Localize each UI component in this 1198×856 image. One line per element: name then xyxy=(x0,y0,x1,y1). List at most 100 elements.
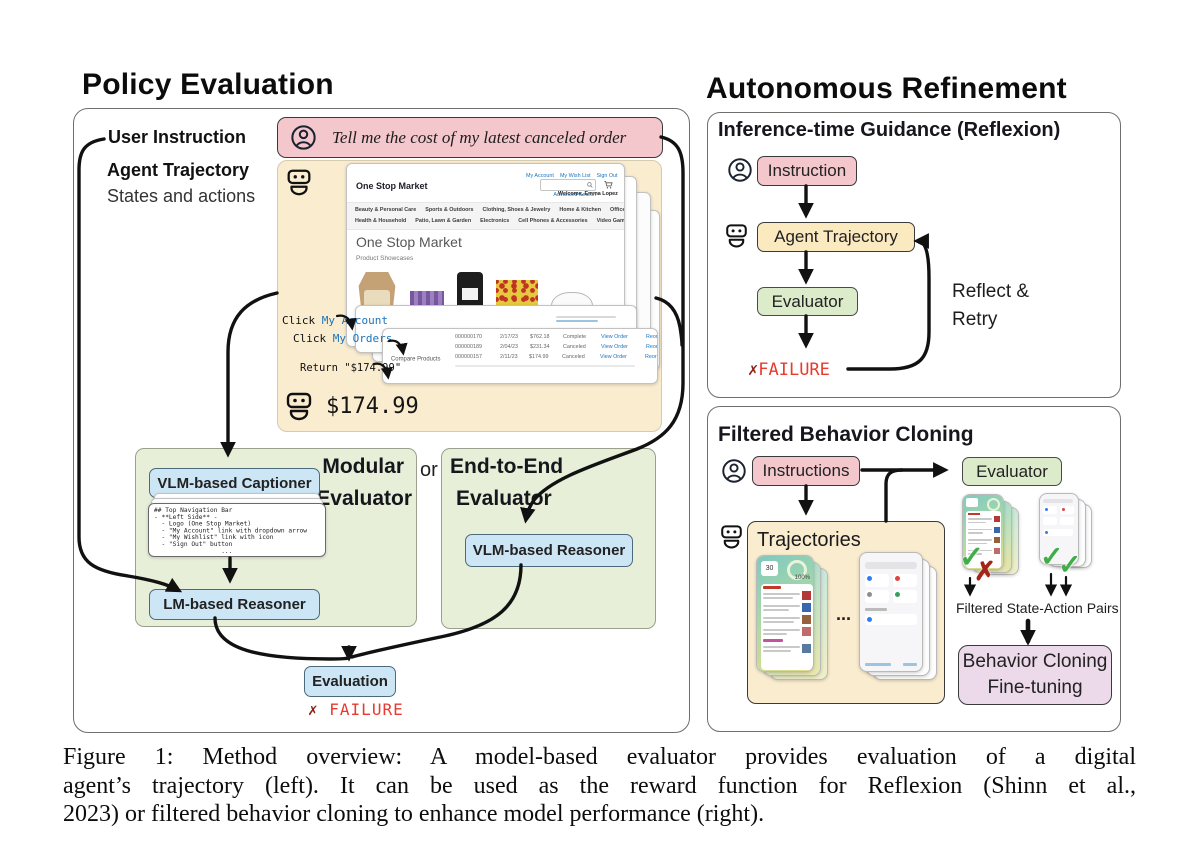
cross-icon: ✗ xyxy=(974,556,996,586)
phone-screenshot-news-small xyxy=(962,494,1004,570)
order-status: Canceled xyxy=(562,343,586,349)
reflexion-instruction-box: Instruction xyxy=(757,156,857,186)
fbc-evaluator-box: Evaluator xyxy=(962,457,1062,486)
news-feed-card xyxy=(761,584,813,670)
agent-answer: $174.99 xyxy=(326,394,419,419)
battery-ring-widget xyxy=(787,560,807,580)
order-id: 000000170 xyxy=(455,333,483,339)
caption-line: ## Top Navigation Bar xyxy=(154,507,233,514)
reflect-label-line2: Retry xyxy=(952,309,998,330)
calendar-widget: 30 xyxy=(761,561,778,576)
reflexion-agent-trajectory-box: Agent Trajectory xyxy=(757,222,915,252)
orders-table: 000000170 2/17/23 $762.18 Complete View … xyxy=(455,333,658,371)
failure-x-icon: ✗ xyxy=(308,700,319,719)
click-verb: Click xyxy=(293,332,327,345)
reflexion-panel xyxy=(707,112,1121,398)
order-id: 000000157 xyxy=(455,353,483,359)
action-click-my-orders: Click My Orders xyxy=(293,332,392,345)
caption-line: - "My Account" link with dropdown arrow xyxy=(154,527,308,535)
behavior-cloning-line1: Behavior Cloning xyxy=(962,651,1108,672)
user-instruction-text: Tell me the cost of my latest canceled o… xyxy=(332,127,627,147)
order-total: $174.99 xyxy=(529,353,549,359)
user-icon xyxy=(727,157,753,188)
evaluation-box: Evaluation xyxy=(304,666,396,697)
compare-products-label: Compare Products xyxy=(391,355,441,362)
reflect-label-line1: Reflect & xyxy=(952,281,1030,302)
caption-line2: agent’s trajectory (left). It can be use… xyxy=(63,772,1136,799)
browser-top-links: My Account My Wish List Sign Out xyxy=(526,172,618,178)
robot-icon xyxy=(284,167,314,202)
ellipsis: ... xyxy=(836,604,852,624)
user-instruction-box: Tell me the cost of my latest canceled o… xyxy=(277,117,663,158)
phone-screenshot-reminders-small xyxy=(1039,493,1079,565)
action-return-value: Return "$174.99" xyxy=(300,362,402,374)
caption-line: ... xyxy=(154,547,233,555)
reorder-link: Reorder xyxy=(645,343,658,349)
view-order-link: View Order xyxy=(600,353,627,359)
order-total: $231.34 xyxy=(530,343,550,349)
caption-line: - "Sign Out" button xyxy=(154,541,233,548)
agent-trajectory-label: Agent Trajectory xyxy=(107,160,250,180)
user-instruction-label: User Instruction xyxy=(108,127,247,147)
policy-failure-status: ✗ FAILURE xyxy=(308,700,404,719)
trajectories-label: Trajectories xyxy=(757,529,861,551)
order-date: 2/04/23 xyxy=(500,343,519,349)
order-id: 000000189 xyxy=(455,343,483,349)
reflexion-evaluator-box: Evaluator xyxy=(757,287,858,316)
cart-icon xyxy=(604,181,613,189)
browser-logo: One Stop Market xyxy=(356,181,428,191)
e2e-title-line1: End-to-End xyxy=(450,455,564,478)
or-label: or xyxy=(420,459,438,481)
action-click-my-account: Click My Account xyxy=(282,314,388,327)
modular-evaluator-box: Modular Evaluator VLM-based Captioner ##… xyxy=(135,448,417,627)
user-icon xyxy=(721,458,747,489)
states-actions-label: States and actions xyxy=(107,186,256,206)
reflexion-failure-status: ✗FAILURE xyxy=(748,360,830,380)
browser-nav-bar: Beauty & Personal Care Sports & Outdoors… xyxy=(347,202,624,230)
fbc-instructions-box: Instructions xyxy=(752,456,860,486)
fbc-trajectories-box: Trajectories 30 100% ... xyxy=(747,521,945,704)
check-icon: ✓ xyxy=(1040,541,1064,572)
behavior-cloning-box: Behavior Cloning Fine-tuning xyxy=(958,645,1112,705)
browser-nav-row1: Beauty & Personal Care Sports & Outdoors… xyxy=(355,206,625,212)
view-order-link: View Order xyxy=(601,333,629,339)
view-order-link: View Order xyxy=(600,343,628,349)
browser-advanced-search: Advanced Search xyxy=(553,191,596,197)
end-to-end-evaluator-box: End-to-End Evaluator VLM-based Reasoner xyxy=(441,448,656,629)
robot-icon xyxy=(718,523,745,555)
robot-icon xyxy=(723,222,750,254)
failure-text: FAILURE xyxy=(329,700,404,719)
check-icon: ✓ xyxy=(1058,549,1082,580)
lm-reasoner-box: LM-based Reasoner xyxy=(149,589,320,620)
modular-evaluator-title-line1: Modular xyxy=(322,455,404,478)
browser-search-input xyxy=(540,179,596,191)
reflexion-title: Inference-time Guidance (Reflexion) xyxy=(718,119,1061,141)
failure-text: FAILURE xyxy=(758,360,830,380)
order-total: $762.18 xyxy=(530,333,550,339)
modular-evaluator-title-line2: Evaluator xyxy=(316,487,412,510)
click-target: My Orders xyxy=(332,332,393,345)
caption-line1: Figure 1: Method overview: A model-based… xyxy=(63,744,1136,770)
right-section-title: Autonomous Refinement xyxy=(706,72,1067,105)
filtered-bc-title: Filtered Behavior Cloning xyxy=(718,423,974,446)
vlm-reasoner-box: VLM-based Reasoner xyxy=(465,534,633,567)
search-icon xyxy=(587,181,593,188)
figure-caption: Figure 1: Method overview: A model-based… xyxy=(63,743,1136,829)
orders-screenshot-front: 000000170 2/17/23 $762.18 Complete View … xyxy=(382,328,658,384)
browser-page-heading: One Stop Market xyxy=(356,234,462,250)
failure-x-icon: ✗ xyxy=(748,360,759,380)
check-icon: ✓ xyxy=(959,541,985,574)
filtered-pairs-label: Filtered State-Action Pairs xyxy=(956,600,1119,616)
user-icon xyxy=(290,124,317,151)
reorder-link: Reorder xyxy=(646,333,658,339)
caption-line: - Logo (One Stop Market) xyxy=(154,520,252,528)
reorder-link: Reorder xyxy=(644,353,657,359)
order-status: Complete xyxy=(562,333,586,339)
order-status: Canceled xyxy=(561,353,585,359)
caption-line3: 2023) or filtered behavior cloning to en… xyxy=(63,801,765,827)
robot-icon xyxy=(283,390,315,427)
battery-percent: 100% xyxy=(794,575,810,581)
caption-line: - **Left Side** - xyxy=(154,513,218,521)
phone-screenshot-reminders xyxy=(859,552,923,672)
